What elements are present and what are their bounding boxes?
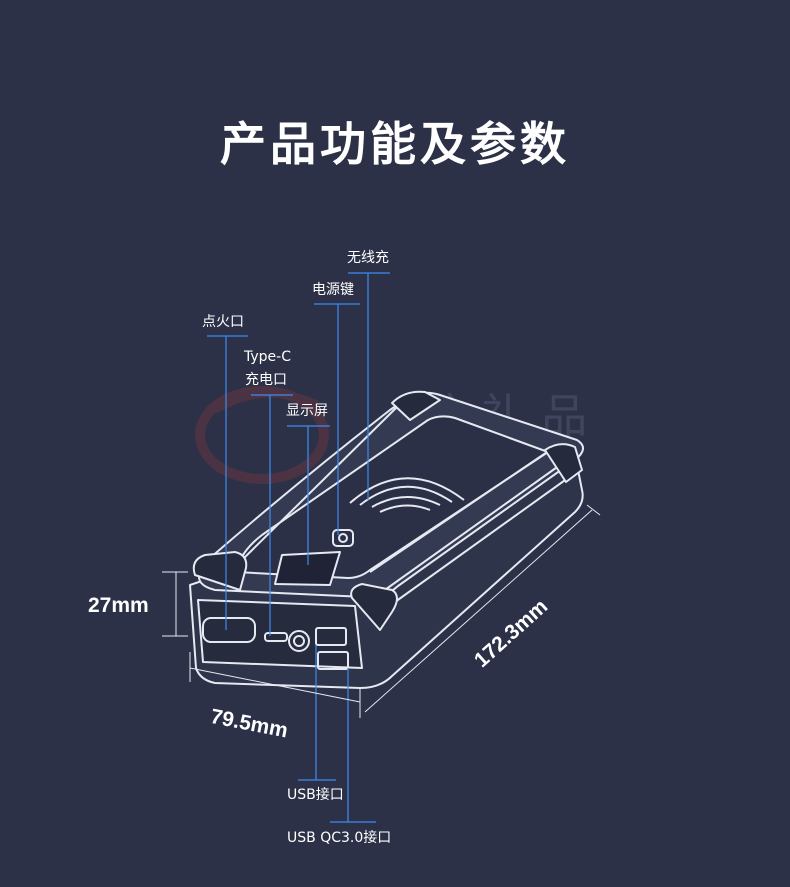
ignition-port — [202, 617, 256, 643]
usb-port-1 — [315, 627, 347, 646]
power-key-label: 电源键 — [312, 282, 354, 298]
usb-qc-port-label: USB QC3.0接口 — [287, 830, 392, 846]
display-screen — [274, 551, 341, 586]
type-c-label-line2: 充电口 — [245, 372, 287, 388]
usb-port-label: USB接口 — [287, 787, 344, 803]
ignition-port-label: 点火口 — [202, 314, 244, 330]
power-bank-device — [189, 390, 584, 689]
dimension-lines — [162, 504, 601, 718]
dc-port — [288, 630, 310, 652]
height-dimension: 27mm — [88, 594, 149, 617]
wireless-charging-label: 无线充 — [347, 250, 389, 266]
type-c-label-line1: Type-C — [244, 349, 291, 365]
display-label: 显示屏 — [286, 403, 328, 419]
power-key — [332, 529, 354, 547]
usb-port-2 — [317, 651, 349, 670]
callout-lines — [207, 272, 390, 823]
page-title: 产品功能及参数 — [220, 117, 570, 171]
type-c-port — [264, 632, 288, 642]
